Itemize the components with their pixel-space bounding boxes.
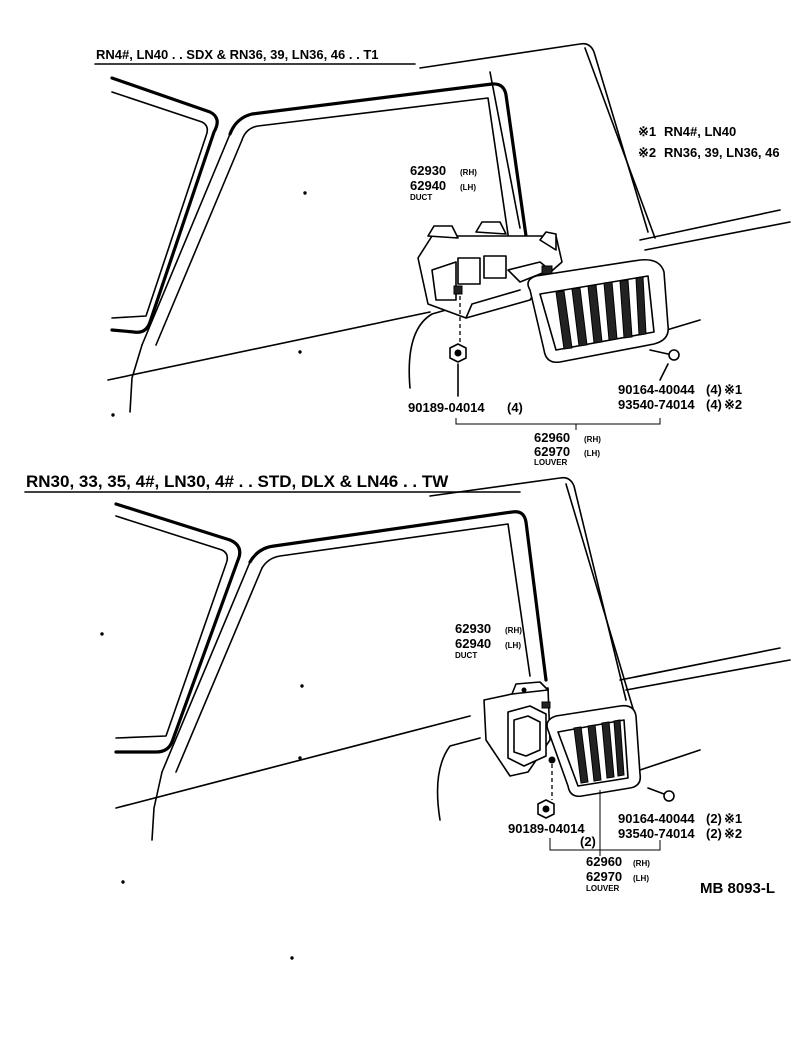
top-nut-pn: 90189-04014 [408, 400, 485, 415]
bottom-louver-label: 62960 (RH) 62970 (LH) LOUVER [586, 854, 650, 893]
top-duct-lh: (LH) [460, 183, 476, 192]
bottom-louver-pn-lh: 62970 [586, 869, 622, 884]
bottom-louver [546, 704, 642, 798]
bottom-screw1-mark: ※1 [724, 811, 742, 826]
top-screw1-qty: (4) [706, 382, 722, 397]
top-duct-rh: (RH) [460, 168, 477, 177]
top-nut [449, 296, 467, 397]
top-callout-bracket [455, 418, 661, 430]
bottom-duct-lh: (LH) [505, 641, 521, 650]
top-duct-name: DUCT [410, 193, 432, 202]
bottom-duct-name: DUCT [455, 651, 477, 660]
top-section: RN4#, LN40 . . SDX & RN36, 39, LN36, 46 … [94, 42, 791, 467]
top-notes: ※1 RN4#, LN40 ※2 RN36, 39, LN36, 46 [638, 124, 780, 160]
top-header: RN4#, LN40 . . SDX & RN36, 39, LN36, 46 … [96, 47, 379, 62]
ref-code: MB 8093-L [700, 880, 775, 897]
bottom-nut [537, 764, 555, 819]
bottom-callout-bracket [549, 790, 661, 856]
bottom-section: RN30, 33, 35, 4#, LN30, 4# . . STD, DLX … [24, 472, 791, 960]
top-vehicle-body [107, 42, 791, 417]
bottom-louver-pn-rh: 62960 [586, 854, 622, 869]
top-screw2-qty: (4) [706, 397, 722, 412]
top-note2-mark: ※2 [638, 145, 656, 160]
bottom-screw [647, 787, 675, 802]
top-louver-lh: (LH) [584, 449, 600, 458]
bottom-louver-rh: (RH) [633, 859, 650, 868]
top-duct-label: 62930 (RH) 62940 (LH) DUCT [410, 163, 477, 202]
top-duct-pn-lh: 62940 [410, 178, 446, 193]
top-note2-text: RN36, 39, LN36, 46 [664, 145, 780, 160]
bottom-duct-rh: (RH) [505, 626, 522, 635]
top-louver-label: 62960 (RH) 62970 (LH) LOUVER [534, 430, 601, 467]
top-screw1-pn: 90164-40044 [618, 382, 695, 397]
top-nut-label: 90189-04014 (4) [408, 400, 523, 415]
top-screw-label: 90164-40044 (4) ※1 93540-74014 (4) ※2 [618, 382, 742, 412]
bottom-duct-pn-lh: 62940 [455, 636, 491, 651]
bottom-screw1-qty: (2) [706, 811, 722, 826]
top-screw1-mark: ※1 [724, 382, 742, 397]
top-screw2-pn: 93540-74014 [618, 397, 695, 412]
bottom-duct [483, 681, 556, 777]
top-screw [649, 349, 680, 381]
top-duct-pn-rh: 62930 [410, 163, 446, 178]
bottom-duct-label: 62930 (RH) 62940 (LH) DUCT [455, 621, 522, 660]
top-duct [417, 221, 563, 319]
bottom-screw2-qty: (2) [706, 826, 722, 841]
top-louver-pn-rh: 62960 [534, 430, 570, 445]
bottom-screw-label: 90164-40044 (2) ※1 93540-74014 (2) ※2 [618, 811, 742, 841]
top-screw2-mark: ※2 [724, 397, 742, 412]
bottom-louver-slats [573, 719, 625, 784]
bottom-screw2-mark: ※2 [724, 826, 742, 841]
top-nut-qty: (4) [507, 400, 523, 415]
top-louver-pn-lh: 62970 [534, 444, 570, 459]
bottom-screw1-pn: 90164-40044 [618, 811, 695, 826]
bottom-screw2-pn: 93540-74014 [618, 826, 695, 841]
bottom-louver-lh: (LH) [633, 874, 649, 883]
top-louver-slats [555, 276, 647, 350]
bottom-nut-pn: 90189-04014 [508, 821, 585, 836]
top-note1-mark: ※1 [638, 124, 656, 139]
bottom-louver-name: LOUVER [586, 884, 620, 893]
top-note1-text: RN4#, LN40 [664, 124, 736, 139]
bottom-vehicle-body [100, 476, 791, 960]
top-louver-name: LOUVER [534, 458, 568, 467]
bottom-nut-qty: (2) [580, 834, 596, 849]
bottom-header: RN30, 33, 35, 4#, LN30, 4# . . STD, DLX … [26, 472, 449, 491]
top-louver [527, 258, 670, 364]
bottom-duct-pn-rh: 62930 [455, 621, 491, 636]
top-louver-rh: (RH) [584, 435, 601, 444]
bottom-nut-label: 90189-04014 (2) [508, 821, 596, 849]
